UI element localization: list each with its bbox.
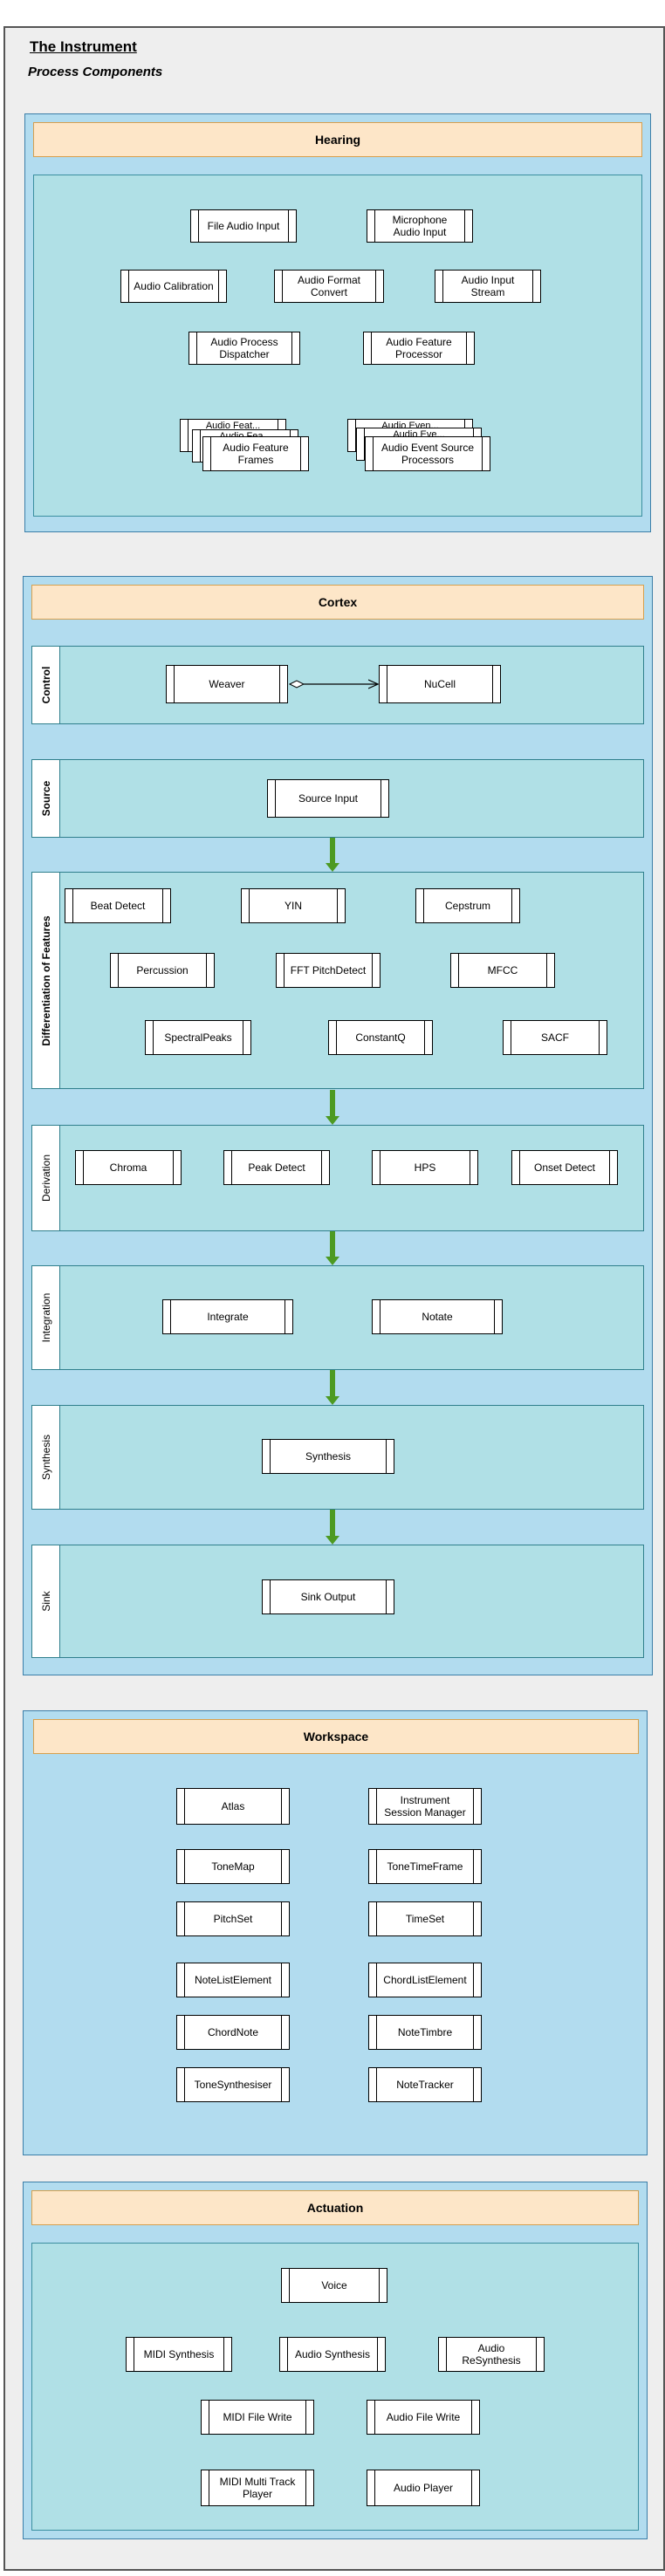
- audio-file-write[interactable]: Audio File Write: [367, 2400, 480, 2435]
- nucell[interactable]: NuCell: [379, 665, 501, 703]
- notelistelement[interactable]: NoteListElement: [176, 1963, 290, 1997]
- notetracker[interactable]: NoteTracker: [368, 2067, 482, 2102]
- chroma[interactable]: Chroma: [75, 1150, 182, 1185]
- file-audio-input[interactable]: File Audio Input: [190, 209, 297, 243]
- instrument-session-manager[interactable]: Instrument Session Manager: [368, 1788, 482, 1825]
- source-lane-label: Source: [32, 760, 60, 837]
- yin[interactable]: YIN: [241, 888, 346, 923]
- audio-feature-frames[interactable]: Audio Feature Frames: [202, 436, 309, 471]
- diagram-title: The Instrument: [30, 38, 137, 55]
- midi-synthesis[interactable]: MIDI Synthesis: [126, 2337, 232, 2372]
- atlas[interactable]: Atlas: [176, 1788, 290, 1825]
- chordnote[interactable]: ChordNote: [176, 2015, 290, 2050]
- constantq[interactable]: ConstantQ: [328, 1020, 433, 1055]
- hearing-header: Hearing: [33, 122, 642, 157]
- derivation-lane-label: Derivation: [32, 1126, 60, 1230]
- flow-arrow-derivation-integration: [326, 1231, 339, 1265]
- tonetimeframe[interactable]: ToneTimeFrame: [368, 1849, 482, 1884]
- integrate[interactable]: Integrate: [162, 1299, 293, 1334]
- sink-output[interactable]: Sink Output: [262, 1579, 394, 1614]
- control-lane: Control: [31, 646, 644, 724]
- audio-feature-processor[interactable]: Audio Feature Processor: [363, 332, 475, 365]
- flow-arrow-synthesis-sink: [326, 1510, 339, 1545]
- spectralpeaks[interactable]: SpectralPeaks: [145, 1020, 251, 1055]
- flow-arrow-features-derivation: [326, 1090, 339, 1125]
- notate[interactable]: Notate: [372, 1299, 503, 1334]
- synthesis-lane-label: Synthesis: [32, 1406, 60, 1509]
- features-lane-label: Differentiation of Features: [32, 873, 60, 1088]
- audio-event-source-processors[interactable]: Audio Event Source Processors: [365, 436, 490, 471]
- weaver[interactable]: Weaver: [166, 665, 288, 703]
- pitchset[interactable]: PitchSet: [176, 1901, 290, 1936]
- integration-lane-label: Integration: [32, 1266, 60, 1369]
- audio-player[interactable]: Audio Player: [367, 2470, 480, 2506]
- flow-arrow-integration-synthesis: [326, 1370, 339, 1405]
- peak-detect[interactable]: Peak Detect: [223, 1150, 330, 1185]
- audio-process-dispatcher[interactable]: Audio Process Dispatcher: [189, 332, 300, 365]
- hps[interactable]: HPS: [372, 1150, 478, 1185]
- source-input[interactable]: Source Input: [267, 779, 389, 818]
- beat-detect[interactable]: Beat Detect: [65, 888, 171, 923]
- audio-synthesis[interactable]: Audio Synthesis: [279, 2337, 386, 2372]
- actuation-header: Actuation: [31, 2190, 639, 2225]
- tonesynthesiser[interactable]: ToneSynthesiser: [176, 2067, 290, 2102]
- microphone-audio-input[interactable]: Microphone Audio Input: [367, 209, 473, 243]
- sacf[interactable]: SACF: [503, 1020, 607, 1055]
- percussion[interactable]: Percussion: [110, 953, 215, 988]
- chordlistelement[interactable]: ChordListElement: [368, 1963, 482, 1997]
- weaver-nucell-association: [288, 681, 378, 688]
- diagram-subtitle: Process Components: [28, 65, 163, 79]
- flow-arrow-source-features: [326, 838, 339, 872]
- audio-resynthesis[interactable]: Audio ReSynthesis: [438, 2337, 545, 2372]
- workspace-section: [23, 1710, 648, 2155]
- workspace-header: Workspace: [33, 1719, 639, 1754]
- synthesis[interactable]: Synthesis: [262, 1439, 394, 1474]
- onset-detect[interactable]: Onset Detect: [511, 1150, 618, 1185]
- midi-multi-track-player[interactable]: MIDI Multi Track Player: [201, 2470, 314, 2506]
- voice[interactable]: Voice: [281, 2268, 387, 2303]
- audio-input-stream[interactable]: Audio Input Stream: [435, 270, 541, 303]
- fft-pitchdetect[interactable]: FFT PitchDetect: [276, 953, 380, 988]
- cortex-header: Cortex: [31, 585, 644, 620]
- audio-format-convert[interactable]: Audio Format Convert: [274, 270, 384, 303]
- tonemap[interactable]: ToneMap: [176, 1849, 290, 1884]
- cepstrum[interactable]: Cepstrum: [415, 888, 520, 923]
- audio-calibration[interactable]: Audio Calibration: [120, 270, 227, 303]
- hearing-inner: [33, 175, 642, 517]
- sink-lane-label: Sink: [32, 1545, 60, 1657]
- control-lane-label: Control: [32, 647, 60, 723]
- mfcc[interactable]: MFCC: [450, 953, 555, 988]
- timeset[interactable]: TimeSet: [368, 1901, 482, 1936]
- midi-file-write[interactable]: MIDI File Write: [201, 2400, 314, 2435]
- integration-lane: Integration: [31, 1265, 644, 1370]
- notetimbre[interactable]: NoteTimbre: [368, 2015, 482, 2050]
